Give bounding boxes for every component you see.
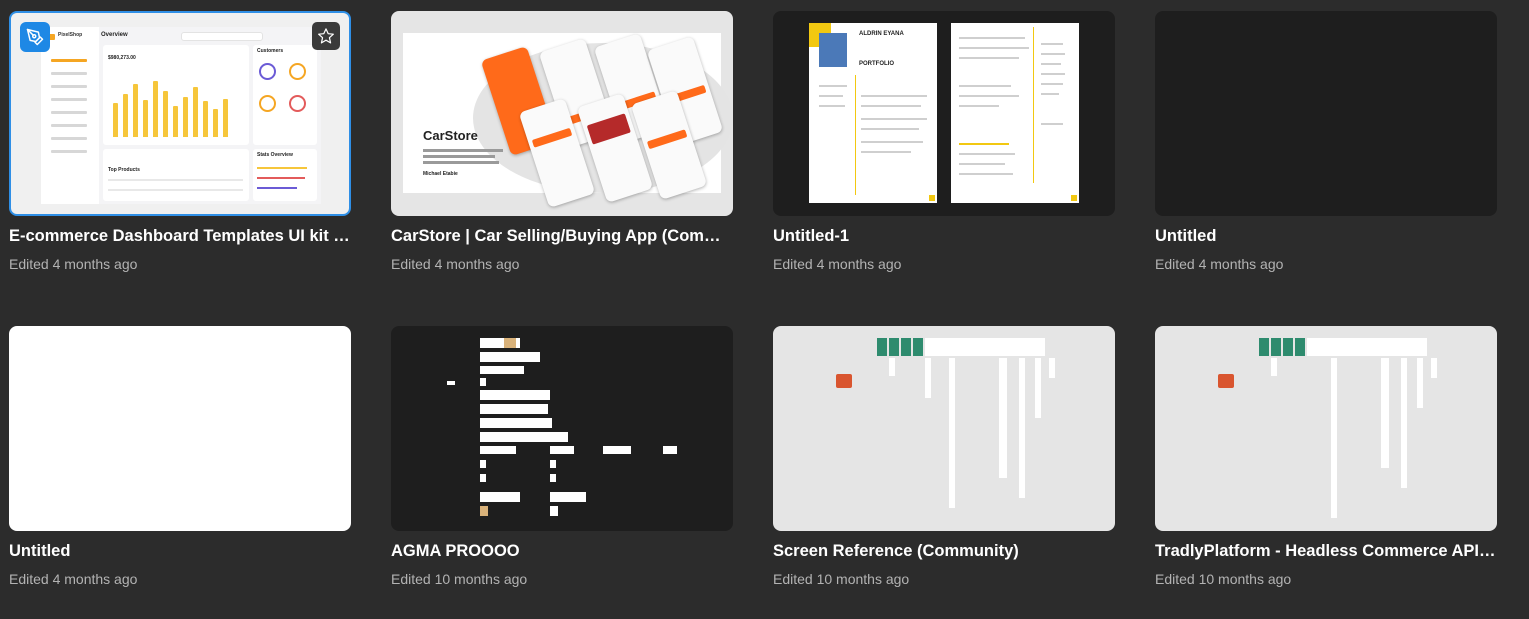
preview-nav-item: [51, 111, 87, 114]
preview-nav-item: [51, 124, 87, 127]
preview-customers-panel: Customers: [253, 45, 317, 145]
file-edited-time: Edited 4 months ago: [1155, 256, 1284, 272]
file-card-tradly-platform[interactable]: TradlyPlatform - Headless Commerce API (…: [1155, 326, 1497, 587]
file-thumbnail[interactable]: [773, 326, 1115, 531]
preview-logo: [49, 34, 55, 40]
file-card-carstore[interactable]: CarStore Michael Etabie CarStore | Car S…: [391, 11, 733, 272]
file-edited-time: Edited 10 months ago: [1155, 571, 1292, 587]
resume-page: ALDRIN EYANA PORTFOLIO: [809, 23, 937, 203]
file-thumbnail[interactable]: ALDRIN EYANA PORTFOLIO: [773, 11, 1115, 216]
preview-bar-chart: [111, 75, 243, 137]
shop-icon: [1218, 374, 1234, 388]
preview-panel-title: Top Products: [108, 167, 140, 173]
preview-nav-item: [51, 72, 87, 75]
preview-nav-item: [51, 59, 87, 62]
file-card-agma[interactable]: AGMA PROOOO Edited 10 months ago: [391, 326, 733, 587]
preview-search: [181, 32, 263, 41]
preview-chart-panel: $980,273.00: [103, 45, 249, 145]
file-edited-time: Edited 4 months ago: [773, 256, 902, 272]
preview-nav-item: [51, 98, 87, 101]
carstore-preview: CarStore Michael Etabie: [403, 33, 733, 208]
file-thumbnail[interactable]: [1155, 11, 1497, 216]
file-card-untitled[interactable]: Untitled Edited 4 months ago: [9, 326, 351, 587]
file-card-screen-reference[interactable]: Screen Reference (Community) Edited 10 m…: [773, 326, 1115, 587]
file-edited-time: Edited 10 months ago: [773, 571, 910, 587]
preview-heading: CarStore: [423, 128, 478, 143]
file-title[interactable]: E-commerce Dashboard Templates UI kit (C…: [9, 227, 351, 245]
file-title[interactable]: TradlyPlatform - Headless Commerce API (…: [1155, 542, 1497, 560]
file-thumbnail[interactable]: CarStore Michael Etabie: [391, 11, 733, 216]
preview-nav-item: [51, 85, 87, 88]
file-card-untitled[interactable]: Untitled Edited 4 months ago: [1155, 11, 1497, 272]
resume-page: [951, 23, 1079, 203]
preview-nav-item: [51, 137, 87, 140]
file-edited-time: Edited 4 months ago: [9, 256, 138, 272]
preview-amount: $980,273.00: [108, 55, 136, 61]
file-title[interactable]: Untitled: [1155, 227, 1217, 245]
preview-panel-title: Customers: [257, 48, 284, 54]
preview-label: PORTFOLIO: [859, 61, 894, 67]
star-icon[interactable]: [312, 22, 340, 50]
file-card-ecommerce-dashboard[interactable]: PixelShop Overview $980,273.00: [9, 11, 351, 272]
preview-nav-item: [51, 150, 87, 153]
dashboard-preview: PixelShop Overview $980,273.00: [41, 27, 321, 204]
pen-tool-icon: [20, 22, 50, 52]
preview-sidebar: PixelShop: [41, 27, 99, 204]
file-title[interactable]: Screen Reference (Community): [773, 542, 1019, 560]
preview-brand: PixelShop: [58, 32, 83, 38]
file-edited-time: Edited 4 months ago: [9, 571, 138, 587]
file-edited-time: Edited 4 months ago: [391, 256, 520, 272]
shop-icon: [836, 374, 852, 388]
file-thumbnail[interactable]: [9, 326, 351, 531]
file-card-untitled-1[interactable]: ALDRIN EYANA PORTFOLIO: [773, 11, 1115, 272]
file-thumbnail[interactable]: [391, 326, 733, 531]
file-title[interactable]: Untitled-1: [773, 227, 850, 245]
preview-products-panel: Top Products: [103, 149, 249, 201]
file-title[interactable]: AGMA PROOOO: [391, 542, 520, 560]
file-thumbnail[interactable]: PixelShop Overview $980,273.00: [9, 11, 351, 216]
preview-stats-panel: Stats Overview: [253, 149, 317, 201]
preview-heading: Overview: [101, 32, 128, 38]
file-title[interactable]: Untitled: [9, 542, 71, 560]
file-thumbnail[interactable]: [1155, 326, 1497, 531]
file-edited-time: Edited 10 months ago: [391, 571, 528, 587]
preview-panel-title: Stats Overview: [257, 152, 293, 158]
preview-author: Michael Etabie: [423, 171, 458, 177]
file-title[interactable]: CarStore | Car Selling/Buying App (Commu…: [391, 227, 733, 245]
preview-name: ALDRIN EYANA: [859, 31, 904, 37]
